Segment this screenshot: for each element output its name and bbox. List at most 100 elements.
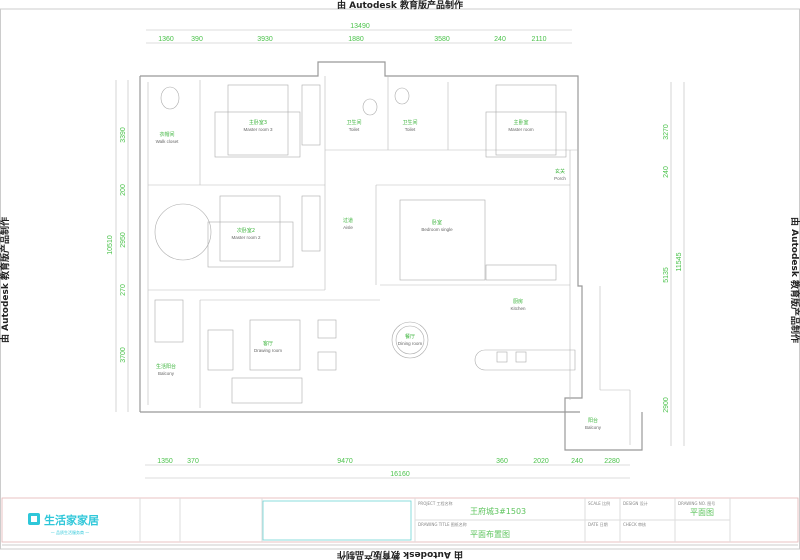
watermark-bottom: 由 Autodesk 教育版产品制作 (337, 549, 463, 560)
label: 3580 (434, 36, 450, 43)
label: 3270 (663, 124, 670, 140)
drawing-line (391, 321, 429, 359)
drawing-line (395, 325, 425, 355)
label: Toilet (405, 127, 416, 132)
label: 390 (191, 36, 203, 43)
drawing-line (301, 84, 321, 146)
label: 1880 (348, 36, 364, 43)
label: 5135 (663, 267, 670, 283)
label: Balcony (585, 425, 602, 430)
label: 370 (187, 458, 199, 465)
label: 过道 (343, 217, 353, 224)
drawing-line (227, 84, 289, 156)
label: 生活阳台 (156, 363, 176, 370)
drawing-line (399, 199, 486, 281)
drawing-line (485, 111, 567, 158)
drawing-line (140, 61, 643, 451)
label: DESIGN 设计 (623, 500, 648, 506)
label: 11545 (676, 252, 683, 271)
label: 次卧室2 (237, 227, 255, 234)
right-dimensions: 3270 240 5135 2900 11545 (663, 82, 685, 446)
label: Walk closet (156, 139, 180, 144)
watermark-top: 由 Autodesk 教育版产品制作 (337, 0, 463, 11)
label: Aisle (343, 225, 353, 230)
drawing-line (515, 351, 527, 363)
drawing-name: 平面布置图 (470, 529, 510, 539)
drawing-line (154, 299, 184, 343)
label: Toilet (349, 127, 360, 132)
title-block: 生活家家居 — 品质生活服务商 — PROJECT 工程名称 王府城3#1503… (1, 497, 799, 546)
drawing-line (262, 500, 412, 541)
label: Drawing room (254, 348, 282, 353)
drawing-line (154, 203, 212, 261)
drawing-line (317, 319, 337, 339)
label: 玄关 (555, 168, 565, 175)
label: Balcony (158, 371, 175, 376)
drawing-number: 平面图 (690, 508, 714, 517)
label: DRAWING TITLE 图纸名称 (418, 521, 467, 527)
label: 3930 (257, 36, 273, 43)
drawing-line (317, 351, 337, 371)
drawing-line (1, 497, 799, 543)
label: 主卧室3 (249, 119, 267, 126)
logo-text: 生活家家居 (44, 513, 99, 527)
drawing-line (301, 195, 321, 252)
label: 阳台 (588, 417, 598, 424)
label: 厨房 (513, 298, 523, 305)
label: 240 (571, 458, 583, 465)
label: 2900 (663, 397, 670, 413)
logo-slogan: — 品质生活服务商 — (51, 529, 90, 535)
label: 240 (494, 36, 506, 43)
drawing-line (474, 349, 576, 371)
drawing-line (394, 87, 410, 105)
label: 卫生间 (346, 119, 361, 126)
label: 1360 (158, 36, 174, 43)
label: SCALE 比例 (588, 500, 610, 506)
drawing-line (362, 98, 378, 116)
drawing-line (496, 351, 508, 363)
label: 10510 (107, 235, 114, 255)
drawing-line (485, 264, 557, 281)
label: Master room 2 (231, 235, 261, 240)
watermark-left: 由 Autodesk 教育版产品制作 (0, 217, 11, 343)
label: 9470 (337, 458, 353, 465)
drawing-line (31, 516, 37, 522)
label: 2020 (533, 458, 549, 465)
bottom-dimensions: 1350 370 9470 360 2020 240 2280 16160 (145, 458, 630, 479)
label: Master room (508, 127, 534, 132)
drawing-line (219, 195, 281, 262)
watermark-right: 由 Autodesk 教育版产品制作 (789, 217, 800, 343)
label: 240 (663, 166, 670, 178)
label: Master room 3 (243, 127, 273, 132)
label: 卫生间 (402, 119, 417, 126)
drawing-line (249, 319, 301, 371)
label: Dining room (398, 341, 423, 346)
label: Porch (554, 176, 566, 181)
left-dimensions: 10510 3390 200 2950 270 3700 (107, 80, 129, 412)
label: 1350 (157, 458, 173, 465)
drawing-line (160, 86, 180, 110)
top-dimensions: 13490 1360 390 3930 1880 3580 240 2110 (146, 23, 572, 44)
label: 2110 (531, 36, 546, 43)
drawing-line (207, 329, 234, 371)
label: PROJECT 工程名称 (418, 500, 453, 506)
label: 卧室 (432, 219, 442, 226)
walls (139, 61, 643, 451)
label: 2280 (604, 458, 620, 465)
label: 3700 (120, 347, 127, 363)
